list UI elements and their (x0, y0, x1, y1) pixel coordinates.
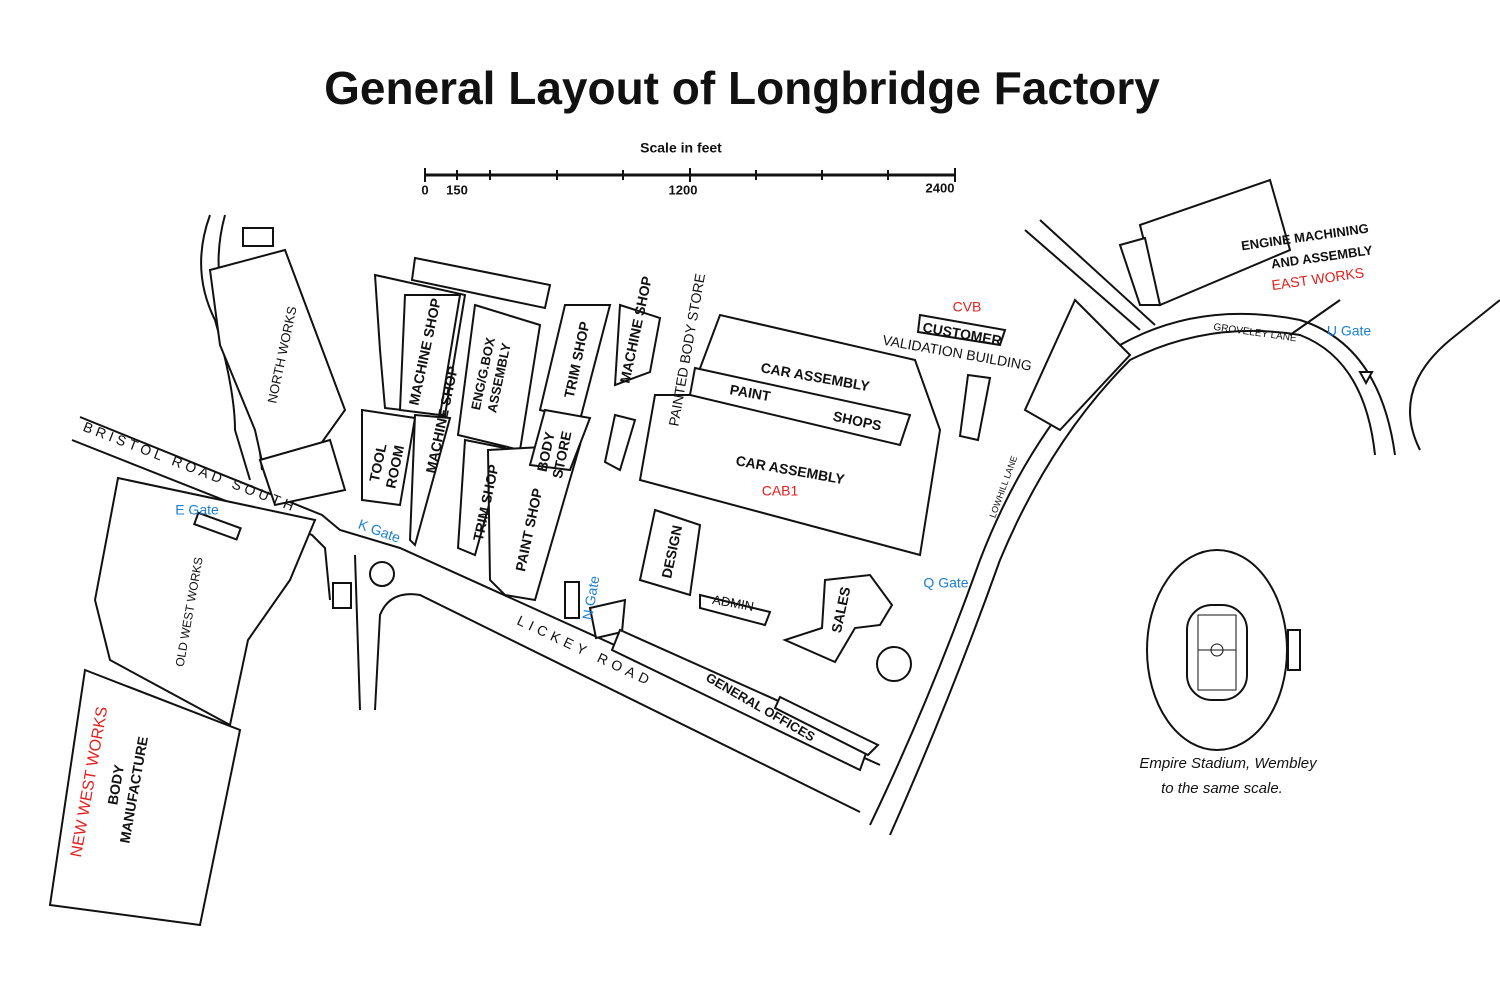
scale-bar: Scale in feet 0 150 1200 2400 (421, 140, 956, 197)
stadium: Empire Stadium, Wembley to the same scal… (1139, 549, 1318, 797)
scale-tick-0: 0 (421, 182, 428, 197)
buildings (48, 178, 1292, 927)
map-title: General Layout of Longbridge Factory (324, 62, 1160, 114)
label-cvb: CVB (953, 299, 982, 315)
label-q-gate: Q Gate (923, 575, 968, 591)
label-e-gate: E Gate (175, 502, 219, 518)
scale-tick-1200: 1200 (669, 182, 698, 197)
label-groveley-lane: GROVELEY LANE (1213, 322, 1298, 345)
label-admin: ADMIN (711, 592, 755, 614)
label-paint: PAINT (729, 381, 773, 404)
label-lowhill-lane: LOWHILL LANE (988, 454, 1020, 519)
label-n-gate: N Gate (579, 574, 602, 621)
label-tool: TOOL (366, 442, 390, 484)
stadium-caption-1: Empire Stadium, Wembley (1139, 755, 1318, 772)
scale-tick-150: 150 (446, 182, 468, 197)
label-body-manufacture-1: BODY (104, 763, 127, 806)
stadium-caption-2: to the same scale. (1161, 780, 1283, 797)
scale-tick-2400: 2400 (926, 180, 955, 195)
label-cab1: CAB1 (762, 483, 799, 499)
scale-label: Scale in feet (640, 140, 722, 156)
label-u-gate: U Gate (1327, 323, 1372, 339)
